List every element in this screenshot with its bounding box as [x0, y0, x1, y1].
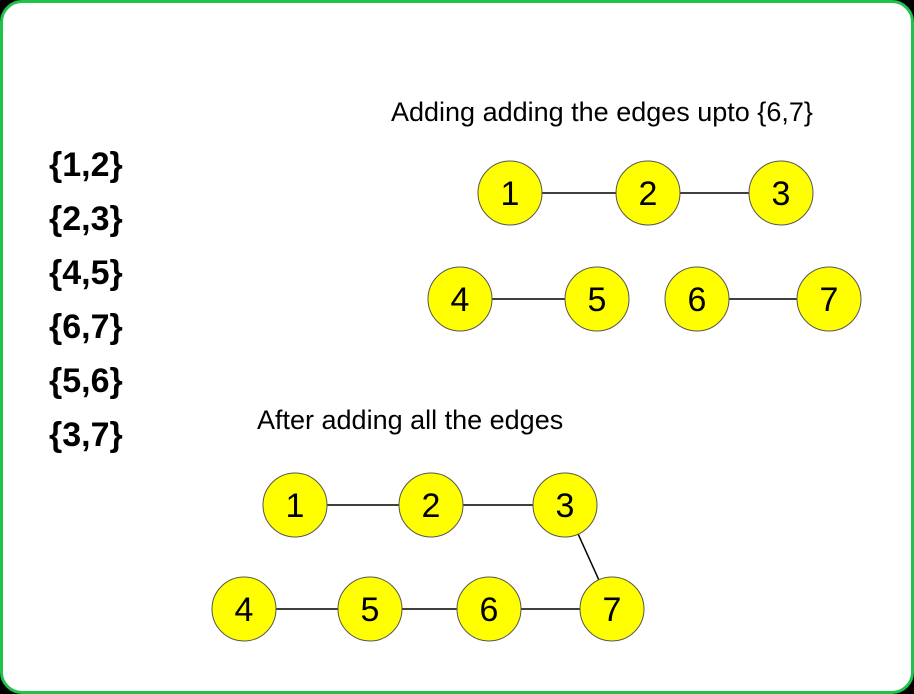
top-node-label-2: 2	[639, 175, 658, 213]
bottom-node-label-6: 6	[480, 591, 499, 629]
edge-list-item: {4,5}	[49, 254, 123, 292]
top-node-label-3: 3	[772, 175, 791, 213]
edge-list-item: {5,6}	[49, 362, 123, 400]
top-node-3	[748, 160, 814, 226]
top-node-4	[427, 266, 493, 332]
bottom-node-3	[532, 472, 598, 538]
bottom-node-7	[579, 576, 645, 642]
top-node-1	[477, 160, 543, 226]
edge-list-item: {2,3}	[49, 200, 123, 238]
top-node-label-6: 6	[688, 281, 707, 319]
bottom-node-label-3: 3	[556, 487, 575, 525]
top-node-label-1: 1	[501, 175, 520, 213]
bottom-graph-caption: After adding all the edges	[257, 405, 564, 435]
bottom-node-label-2: 2	[422, 487, 441, 525]
top-node-5	[564, 266, 630, 332]
bottom-node-5	[337, 576, 403, 642]
bottom-node-2	[398, 472, 464, 538]
edge-list: {1,2} {2,3} {4,5} {6,7} {5,6} {3,7}	[49, 145, 123, 469]
top-node-7	[796, 266, 862, 332]
bottom-node-label-5: 5	[361, 591, 380, 629]
bottom-node-4	[211, 576, 277, 642]
bottom-node-6	[456, 576, 522, 642]
edge-list-item: {6,7}	[49, 308, 123, 346]
top-graph-caption: Adding adding the edges upto {6,7}	[391, 97, 813, 127]
top-node-label-5: 5	[588, 281, 607, 319]
edge-list-item: {1,2}	[49, 146, 123, 184]
top-node-6	[664, 266, 730, 332]
top-node-label-7: 7	[820, 281, 839, 319]
top-node-label-4: 4	[451, 281, 470, 319]
bottom-node-label-7: 7	[603, 591, 622, 629]
top-node-2	[615, 160, 681, 226]
edge-list-item: {3,7}	[49, 416, 123, 454]
bottom-node-label-4: 4	[235, 591, 254, 629]
bottom-node-label-1: 1	[286, 487, 305, 525]
bottom-node-1	[262, 472, 328, 538]
